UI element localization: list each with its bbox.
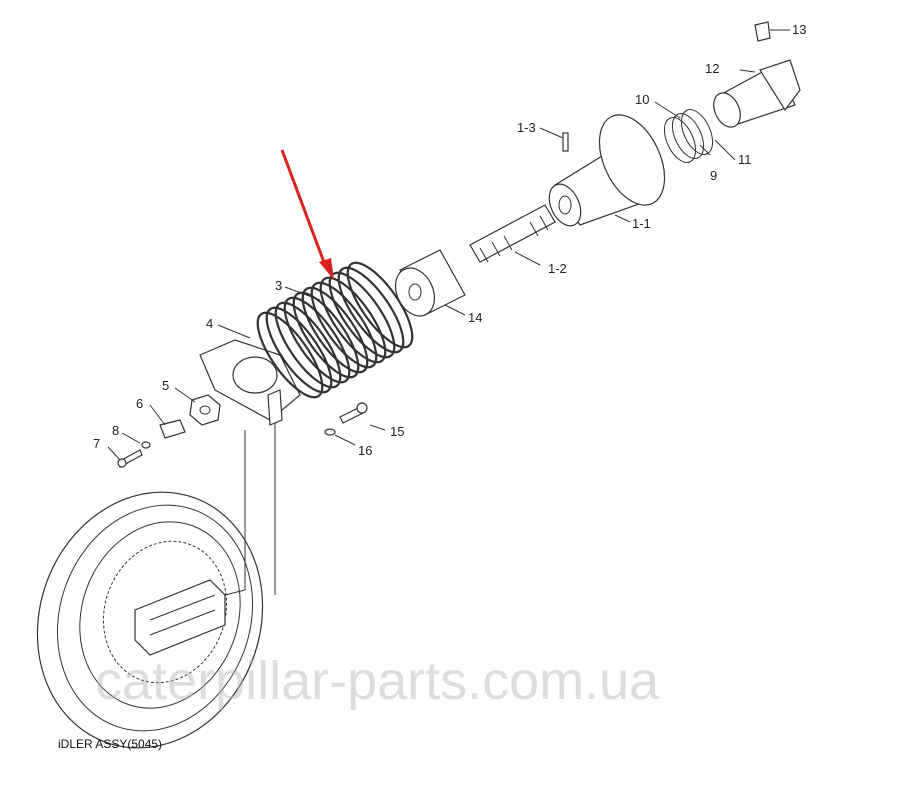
spring-coil — [310, 281, 378, 369]
cylinder — [548, 114, 666, 227]
small-hardware — [117, 394, 368, 468]
label-10: 10 — [635, 92, 649, 107]
spring-coil — [292, 291, 360, 379]
label-3: 3 — [275, 278, 282, 293]
spring-coil — [301, 286, 369, 374]
spring-coil — [319, 276, 387, 364]
rod — [469, 204, 556, 263]
label-8: 8 — [112, 423, 119, 438]
label-11: 11 — [738, 152, 752, 167]
label-16: 16 — [358, 443, 372, 458]
watermark: caterpillar-parts.com.ua — [95, 651, 660, 711]
piston — [713, 21, 801, 128]
label-1-3: 1-3 — [517, 120, 536, 135]
spring-coil — [346, 261, 414, 349]
recoil-spring — [256, 261, 414, 399]
spring-coil — [328, 271, 396, 359]
label-5: 5 — [162, 378, 169, 393]
label-1-1: 1-1 — [632, 216, 651, 231]
leader-lines — [107, 29, 790, 461]
label-1-2: 1-2 — [548, 261, 567, 276]
spacer — [394, 249, 466, 317]
label-15: 15 — [390, 424, 404, 439]
spring-coil — [283, 296, 351, 384]
spring-coil — [265, 306, 333, 394]
idler-wheel — [36, 410, 276, 749]
spring-coil — [256, 311, 324, 399]
label-4: 4 — [206, 316, 213, 331]
label-13: 13 — [792, 22, 806, 37]
spring-coil — [337, 266, 405, 354]
diagram-caption: iDLER ASSY(5045) — [58, 737, 163, 751]
seal-rings — [663, 109, 714, 163]
label-6: 6 — [136, 396, 143, 411]
highlight-arrow — [280, 149, 334, 280]
label-14: 14 — [468, 310, 482, 325]
part-labels: 13 12 10 1-3 11 9 1-1 1-2 3 14 4 5 6 7 8… — [93, 22, 806, 458]
yoke-bracket — [199, 339, 301, 426]
spring-coil — [274, 301, 342, 389]
label-12: 12 — [705, 61, 719, 76]
label-7: 7 — [93, 436, 100, 451]
label-9: 9 — [710, 168, 717, 183]
